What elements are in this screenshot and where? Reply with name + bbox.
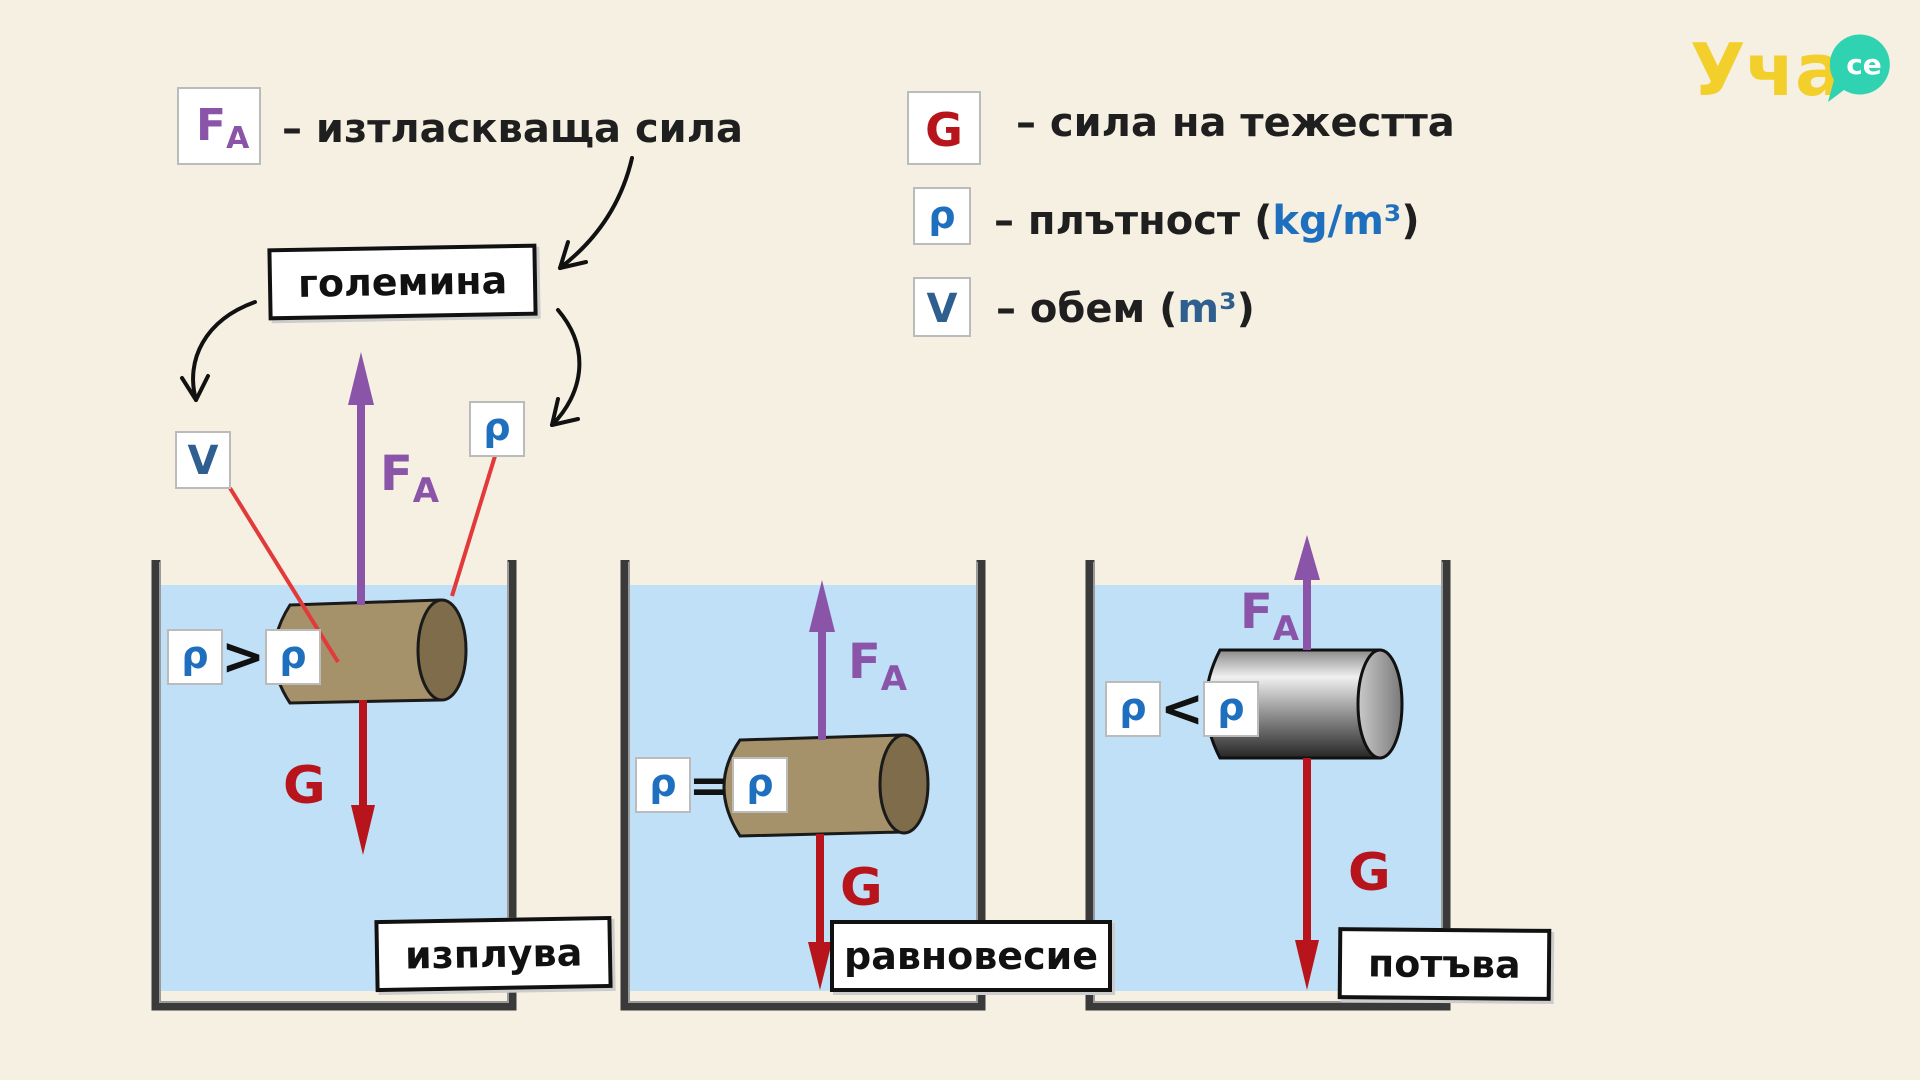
tank-floats-wall-highlight xyxy=(159,562,509,1003)
sinks-body-rho-box xyxy=(1203,681,1259,737)
logo-badge: се xyxy=(1846,48,1882,81)
tank-equilibrium-walls xyxy=(620,560,986,1011)
arrow-magnitude-to-v-head xyxy=(180,374,210,402)
log-equilibrium-end xyxy=(878,733,930,835)
magnitude-pointer-arrows xyxy=(180,156,634,427)
legend-v-unit-open: ( xyxy=(1159,286,1178,332)
floats-v-box xyxy=(175,431,231,489)
legend-v-desc-text: – обем xyxy=(996,286,1146,332)
legend-fa-box xyxy=(177,87,261,165)
legend-v-unit: m³ xyxy=(1177,286,1237,332)
sinks-body-rho-symbol: ρ xyxy=(1217,685,1244,729)
floats-fa-label: FA xyxy=(380,446,440,511)
equilibrium-liquid-rho-symbol: ρ xyxy=(649,761,676,805)
legend-v-unit-close: ) xyxy=(1236,286,1255,332)
floats-rho-box xyxy=(469,401,525,457)
equilibrium-body-rho-box xyxy=(732,757,788,813)
arrow-fa-to-magnitude-head xyxy=(558,240,588,270)
tank-floats: FA G V ρ ρ > ρ xyxy=(151,352,525,1011)
floats-g-label: G xyxy=(283,756,326,816)
floats-compare-sign: > xyxy=(221,627,265,687)
equilibrium-fa-label: FA xyxy=(848,634,908,699)
arrow-magnitude-to-rho-head xyxy=(550,397,580,427)
legend-rho-box xyxy=(913,187,971,245)
legend-rho-unit: kg/m³ xyxy=(1272,198,1402,244)
legend-rho-unit-close: ) xyxy=(1401,198,1420,244)
magnitude-label: големина xyxy=(267,243,538,321)
legend-fa-symbol: FA xyxy=(196,100,250,156)
floats-liquid-rho-symbol: ρ xyxy=(181,633,208,677)
legend-g-description: – сила на тежестта xyxy=(1016,100,1455,146)
equilibrium-body-rho-symbol: ρ xyxy=(746,761,773,805)
floats-liquid-rho-box xyxy=(167,629,223,685)
sinks-fa-arrowhead xyxy=(1294,535,1320,580)
tank-sinks-walls xyxy=(1085,560,1451,1011)
equilibrium-compare-sign: = xyxy=(689,758,729,814)
legend-fa-description: – изтласкваща сила xyxy=(282,106,743,152)
legend: FA G ρ V xyxy=(177,87,981,337)
legend-g-symbol: G xyxy=(925,103,963,157)
state-label-equilibrium: равновесие xyxy=(830,920,1112,992)
tank-sinks-wall-highlight xyxy=(1093,562,1443,1003)
legend-rho-symbol: ρ xyxy=(928,193,955,237)
legend-v-symbol: V xyxy=(927,286,958,332)
equilibrium-g-label: G xyxy=(840,858,883,918)
tank-floats-walls xyxy=(151,560,517,1011)
state-label-sinks: потъва xyxy=(1337,927,1551,1001)
floats-rho-symbol: ρ xyxy=(483,405,510,449)
arrow-magnitude-to-v xyxy=(191,300,257,402)
logo: Уча се xyxy=(1690,28,1890,112)
logo-bubble-icon xyxy=(1828,34,1890,102)
legend-g-box xyxy=(907,91,981,165)
arrow-magnitude-to-rho xyxy=(550,308,582,427)
floats-fa-arrowhead xyxy=(348,352,374,405)
legend-v-box xyxy=(913,277,971,337)
floats-body-rho-symbol: ρ xyxy=(279,633,306,677)
legend-rho-desc-text: – плътност xyxy=(994,198,1241,244)
equilibrium-liquid-rho-box xyxy=(635,757,691,813)
legend-v-description: – обем (m³) xyxy=(996,286,1255,332)
sinks-compare-sign: < xyxy=(1160,679,1204,739)
sinks-g-label: G xyxy=(1348,843,1391,903)
floats-g-arrowhead xyxy=(351,805,375,855)
log-floats-end xyxy=(416,598,468,702)
sinks-g-arrowhead xyxy=(1295,940,1319,990)
floats-rho-pointer-line xyxy=(450,455,497,597)
floats-body-rho-box xyxy=(265,629,321,685)
state-label-floats: изплува xyxy=(374,915,613,993)
legend-rho-unit-open: ( xyxy=(1254,198,1273,244)
tank-equilibrium-wall-highlight xyxy=(628,562,978,1003)
logo-text: Уча xyxy=(1690,28,1844,112)
arrow-fa-to-magnitude xyxy=(558,156,634,270)
legend-rho-description: – плътност (kg/m³) xyxy=(994,198,1420,244)
sinks-fa-label: FA xyxy=(1240,584,1300,649)
sinks-liquid-rho-box xyxy=(1105,681,1161,737)
sinks-liquid-rho-symbol: ρ xyxy=(1119,685,1146,729)
metal-cylinder-sinks-end xyxy=(1356,648,1404,760)
equilibrium-fa-arrowhead xyxy=(809,580,835,632)
tank-sinks: FA G ρ < ρ xyxy=(1085,535,1451,1011)
equilibrium-g-arrowhead xyxy=(808,942,832,990)
floats-v-symbol: V xyxy=(188,438,219,484)
